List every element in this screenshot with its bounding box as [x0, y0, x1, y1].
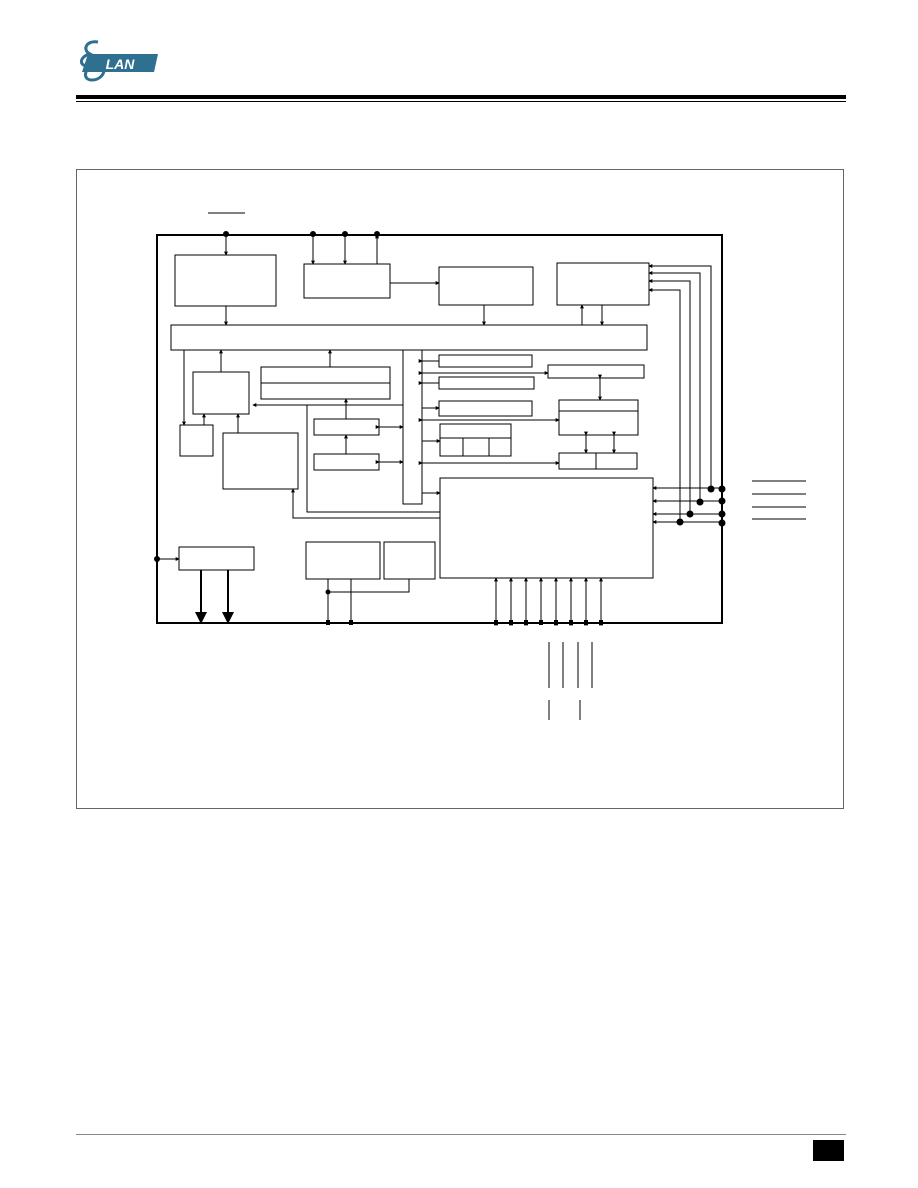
- logo-text: LAN: [106, 56, 136, 72]
- block-bottom-center-a: [305, 541, 381, 580]
- block-top-far-right: [556, 262, 650, 306]
- block-center-a: [313, 418, 380, 436]
- header-rule: [76, 90, 846, 102]
- block-right-register: [547, 364, 645, 379]
- block-large-lower: [439, 477, 654, 579]
- elan-logo-mark: LAN: [80, 40, 158, 82]
- block-left-lower: [222, 432, 299, 490]
- internal-bus: [170, 324, 648, 351]
- register-1: [438, 354, 533, 368]
- block-right-mid: [558, 399, 639, 436]
- register-split: [439, 423, 512, 457]
- block-left-mid: [192, 371, 250, 415]
- data-bus: [402, 349, 423, 505]
- block-diagram-frame: [76, 169, 844, 809]
- footer-rule: [76, 1134, 846, 1135]
- block-top-center: [303, 263, 391, 299]
- block-left-small: [179, 424, 214, 457]
- chip-outline: [156, 234, 723, 624]
- page-number-badge: [813, 1140, 844, 1161]
- block-top-right: [438, 266, 534, 306]
- elan-logo: LAN: [76, 36, 162, 84]
- junction-dots: [154, 231, 726, 595]
- register-3: [438, 400, 533, 417]
- register-2: [438, 376, 535, 390]
- block-right-pair: [558, 452, 638, 470]
- block-center-b: [313, 453, 380, 471]
- block-top-left: [174, 254, 277, 307]
- block-bottom-left: [178, 546, 255, 571]
- bottom-pins: [326, 620, 603, 625]
- logo-banner: [82, 54, 158, 72]
- block-bottom-center-b: [383, 541, 436, 580]
